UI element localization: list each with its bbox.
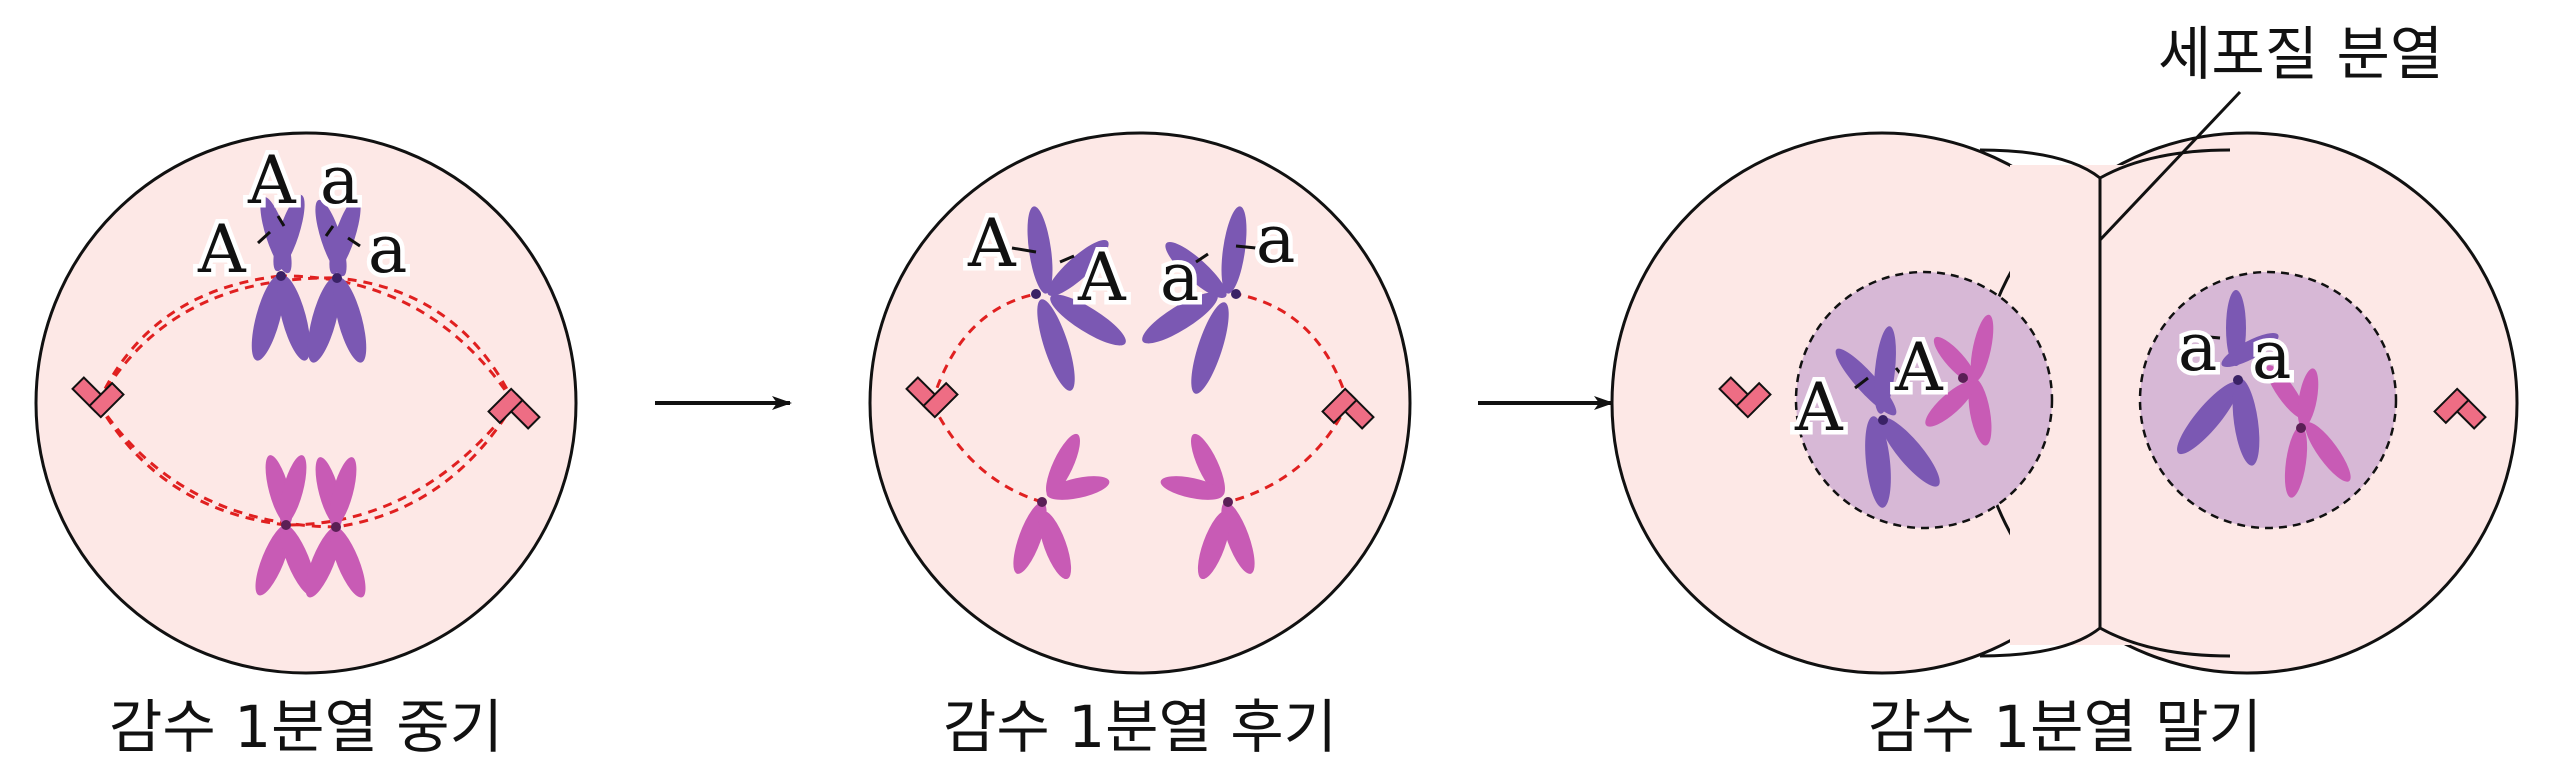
gene-label: a xyxy=(368,211,407,288)
chromosome-purple-1 xyxy=(251,194,311,361)
centriole-right xyxy=(487,387,541,430)
spindle-fibers xyxy=(930,292,1350,504)
stage-caption: 감수 1분열 후기 xyxy=(943,693,1337,761)
cell-membrane xyxy=(34,131,578,675)
chromosome-purple-2 xyxy=(2177,290,2279,466)
gene-label: a xyxy=(1160,239,1199,316)
chromosome-pink-2 xyxy=(1160,433,1255,580)
gene-label: A xyxy=(247,142,297,219)
gene-label: A xyxy=(197,211,247,288)
gene-locus-marks xyxy=(256,215,361,248)
gene-label: A xyxy=(1077,239,1127,316)
gene-label: A xyxy=(1894,329,1944,406)
gene-label: A xyxy=(967,205,1017,282)
gene-label: A xyxy=(1794,369,1844,446)
spindle-fibers xyxy=(96,274,516,529)
centriole-left xyxy=(905,376,959,419)
gene-locus-marks xyxy=(1011,244,1257,264)
centriole-right xyxy=(1321,387,1375,430)
centriole-left xyxy=(1718,376,1772,419)
chromosome-purple-2 xyxy=(1142,206,1247,394)
chromosome-purple-2 xyxy=(307,197,367,363)
stage-caption: 감수 1분열 중기 xyxy=(109,693,503,761)
chromosome-pink-2 xyxy=(2266,365,2351,498)
chromosome-pink-2 xyxy=(305,457,366,598)
centriole-right xyxy=(2433,387,2487,430)
chromosome-purple-1 xyxy=(1835,326,1940,508)
callout-leader-line xyxy=(2098,90,2242,242)
centriole-left xyxy=(71,376,125,419)
gene-label: a xyxy=(320,142,359,219)
chromosome-purple-1 xyxy=(1027,206,1126,391)
chromosome-pink-1 xyxy=(1925,314,1994,446)
cytokinesis-label: 세포질 분열 xyxy=(2158,20,2443,88)
gene-label: a xyxy=(2252,317,2291,394)
stage-caption: 감수 1분열 말기 xyxy=(1868,693,2262,761)
stage-metaphase-1: A a A a 감수 1분열 중기 xyxy=(34,131,578,761)
cell-membrane xyxy=(868,131,1412,675)
chromosome-pink-1 xyxy=(1013,433,1110,580)
gene-label: a xyxy=(1256,201,1295,278)
stage-anaphase-1: A A a a 감수 1분열 후기 xyxy=(868,131,1412,761)
stage-telophase-1: A A a a 세포질 분열 감수 1분열 말기 xyxy=(1610,20,2519,761)
gene-label: a xyxy=(2178,309,2217,386)
